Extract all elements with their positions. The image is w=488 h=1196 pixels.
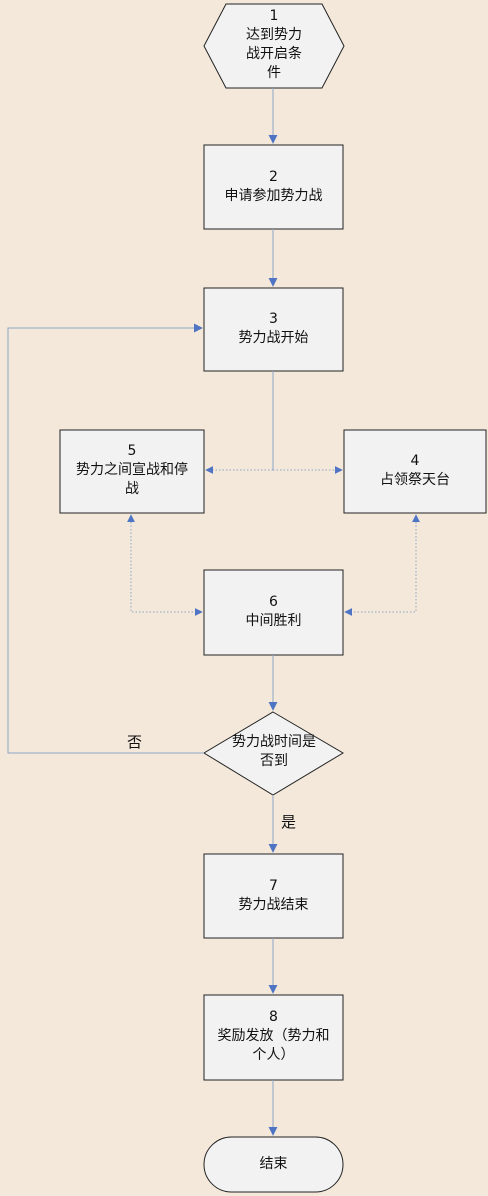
battle-end-number: 7 — [269, 878, 278, 894]
rewards-number: 8 — [269, 1009, 278, 1025]
start-text-line-2: 战开启条 — [246, 46, 302, 62]
declare-war-label: 5 势力之间宣战和停 战 — [60, 442, 204, 499]
end-label: 结束 — [204, 1155, 343, 1174]
decision-text-line-1: 势力战时间是 — [232, 734, 316, 750]
end-terminator — [203, 1136, 344, 1193]
start-label: 1 达到势力 战开启条 件 — [214, 7, 334, 83]
rewards-text-line-2: 个人） — [252, 1047, 295, 1063]
occupy-altar-number: 4 — [410, 453, 420, 469]
edge-label-yes: 是 — [281, 813, 297, 831]
occupy-altar-text: 占领祭天台 — [380, 472, 450, 488]
edge-label-no: 否 — [127, 733, 143, 751]
apply-number: 2 — [269, 169, 278, 185]
battle-end-label: 7 势力战结束 — [204, 877, 343, 915]
apply-label: 2 申请参加势力战 — [204, 168, 343, 206]
box-occupy-altar — [343, 429, 487, 514]
declare-war-number: 5 — [127, 443, 137, 459]
start-number: 1 — [269, 8, 279, 24]
edge-4-6 — [344, 514, 420, 616]
battle-start-label: 3 势力战开始 — [204, 310, 343, 348]
start-hexagon — [203, 3, 345, 89]
decision-label: 势力战时间是 否到 — [214, 733, 334, 771]
decision-text-line-2: 否到 — [260, 753, 288, 769]
start-text-line-3: 件 — [267, 65, 281, 81]
end-text: 结束 — [259, 1156, 288, 1172]
battle-start-number: 3 — [269, 311, 278, 327]
battle-end-text: 势力战结束 — [238, 897, 309, 913]
edge-decision-no-loop — [7, 323, 204, 754]
mid-victory-label: 6 中间胜利 — [204, 593, 343, 631]
mid-victory-text: 中间胜利 — [245, 613, 302, 629]
start-text-line-1: 达到势力 — [246, 27, 302, 43]
rewards-text-line-1: 奖励发放（势力和 — [217, 1028, 330, 1044]
edge-5-6 — [127, 514, 203, 616]
mid-victory-number: 6 — [269, 594, 278, 610]
declare-war-text-line-1: 势力之间宣战和停 — [76, 462, 188, 478]
box-rewards — [203, 994, 344, 1081]
battle-start-text: 势力战开始 — [238, 330, 309, 346]
rewards-label: 8 奖励发放（势力和 个人） — [204, 1008, 343, 1065]
occupy-altar-label: 4 占领祭天台 — [344, 452, 486, 490]
box-apply — [203, 144, 344, 230]
apply-text: 申请参加势力战 — [224, 188, 323, 204]
box-declare-war — [59, 429, 205, 514]
box-mid-victory — [203, 569, 344, 656]
declare-war-text-line-2: 战 — [125, 481, 139, 497]
